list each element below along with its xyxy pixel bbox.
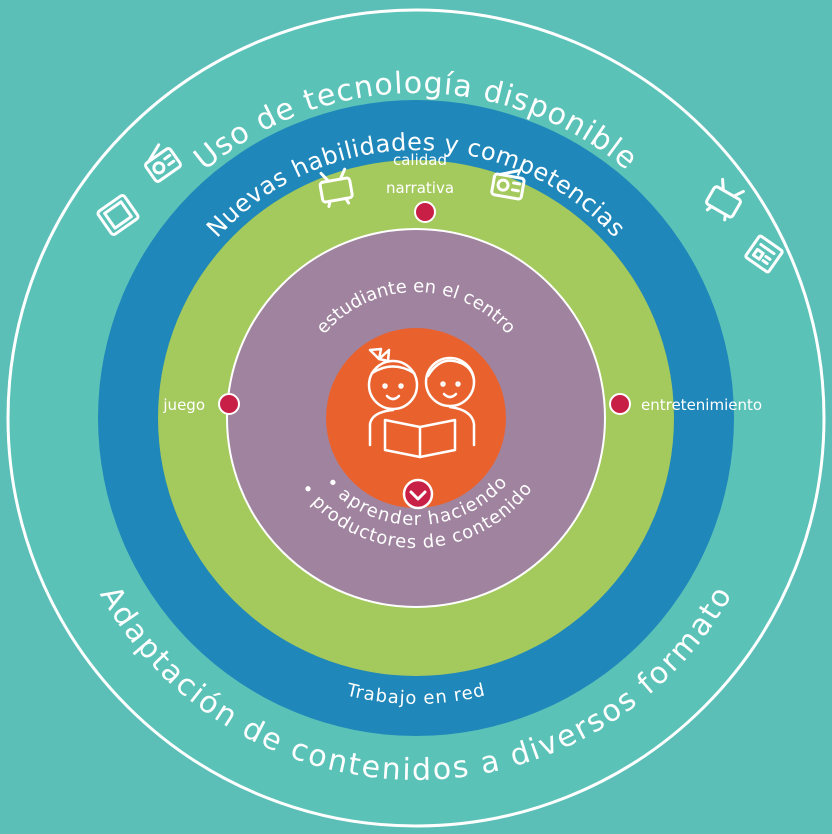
- right-dot: [609, 393, 631, 415]
- radio-icon: [490, 169, 526, 201]
- newspaper-icon: [744, 234, 784, 274]
- green-top-label-line1: calidad: [393, 151, 447, 169]
- tablet-icon: [96, 194, 140, 236]
- tv-icon: [318, 167, 354, 208]
- radio-icon: [144, 143, 182, 183]
- left-dot: [218, 393, 240, 415]
- top-dot: [414, 201, 436, 223]
- checkmark-icon: [402, 478, 434, 510]
- tv-icon: [705, 177, 745, 222]
- right-label: entretenimiento: [641, 396, 762, 414]
- left-label: juego: [162, 396, 205, 414]
- children-reading-icon: [367, 347, 476, 459]
- green-top-label-line2: narrativa: [386, 179, 454, 197]
